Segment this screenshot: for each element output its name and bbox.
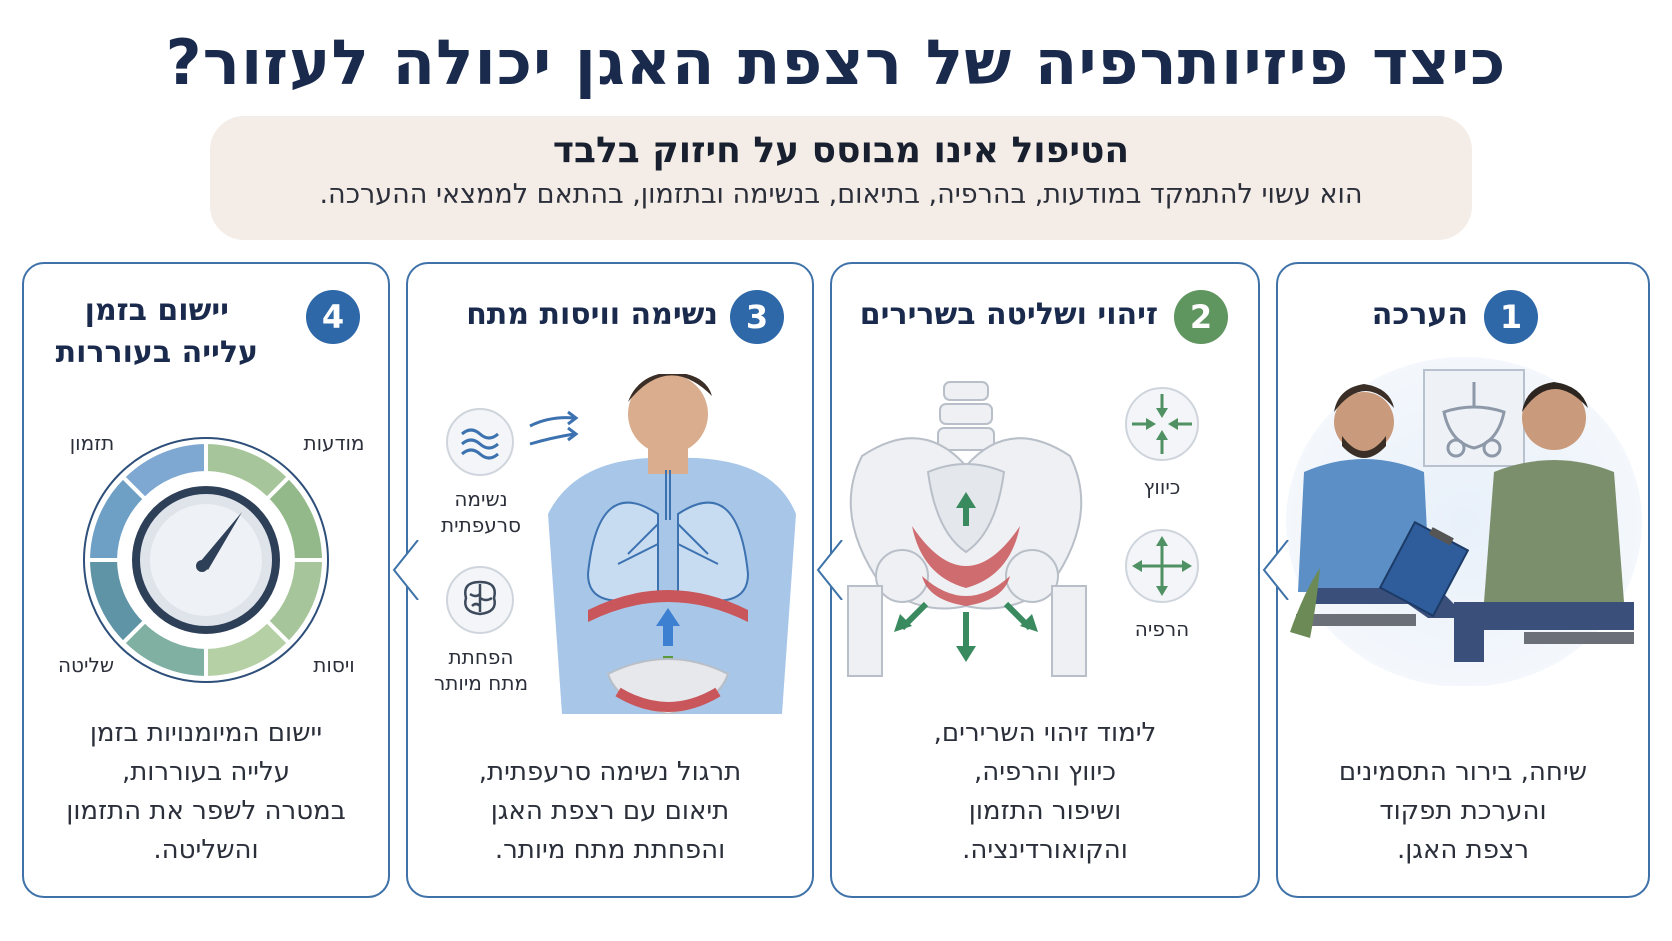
step-number-4: 4 [306, 290, 360, 344]
step-title-breathing: נשימה וויסות מתח [466, 297, 718, 332]
relaxation-icon [1125, 529, 1199, 603]
flow-arrow-1-2 [1262, 540, 1289, 600]
step-title-muscle-control: זיהוי ושליטה בשרירים [859, 297, 1158, 332]
lungs [586, 470, 750, 602]
flow-arrow-2-3 [816, 540, 843, 600]
control-dial-icon [83, 437, 329, 683]
step-desc-arousal: יישום המיומנויות בזמן עלייה בעוררות, במט… [66, 718, 346, 865]
stress-label: הפחתת מתח מיותר [433, 645, 529, 695]
relaxation-label: הרפיה [1134, 617, 1190, 641]
breathing-icon [446, 408, 514, 476]
step-card-arousal: 4 יישום בזמן עלייה בעוררות מודעות תזמון … [22, 262, 390, 898]
step-number-2: 2 [1174, 290, 1228, 344]
assessment-illustration [1286, 357, 1642, 686]
step-desc-muscle-control: לימוד זיהוי השרירים, כיווץ והרפיה, ושיפו… [933, 718, 1157, 865]
diaphragm [588, 590, 748, 622]
patient-figure [1454, 382, 1634, 662]
contraction-label: כיווץ [1143, 475, 1181, 499]
step-card-assessment: 1 הערכה [1276, 262, 1650, 898]
dial-label-regulation: ויסות [313, 653, 355, 677]
flow-arrow-3-4 [392, 540, 419, 600]
step-card-breathing: 3 נשימה וויסות מתח נשימה סרעפתית הפ [406, 262, 814, 898]
banner-heading: הטיפול אינו מבוסס על חיזוק בלבד [552, 130, 1130, 171]
banner-subtitle: הוא עשוי להתמקד במודעות, בהרפיה, בתיאום,… [319, 179, 1363, 210]
contraction-icon [1125, 387, 1199, 461]
intro-banner: הטיפול אינו מבוסס על חיזוק בלבד הוא עשוי… [210, 116, 1472, 240]
step-number-3: 3 [730, 290, 784, 344]
breathing-label: נשימה סרעפתית [440, 487, 522, 537]
step-title-arousal: יישום בזמן עלייה בעוררות [55, 293, 258, 370]
dial-label-awareness: מודעות [303, 431, 365, 455]
page-title: כיצד פיזיותרפיה של רצפת האגן יכולה לעזור… [165, 26, 1507, 99]
pelvic-floor-muscle [912, 526, 1020, 606]
dial-label-control: שליטה [57, 653, 115, 677]
breathing-illustration [548, 374, 796, 714]
dial-label-timing: תזמון [69, 431, 115, 455]
step-desc-breathing: תרגול נשימה סרעפתית, תיאום עם רצפת האגן … [478, 757, 742, 865]
air-flow-arrows-icon [529, 410, 579, 446]
step-desc-assessment: שיחה, בירור התסמינים והערכת תפקוד רצפת ה… [1338, 757, 1588, 865]
step-title-assessment: הערכה [1371, 297, 1468, 332]
relaxation-arrows [894, 492, 1038, 662]
therapist-figure [1298, 384, 1470, 618]
brain-icon [446, 566, 514, 634]
step-card-muscle-control: 2 זיהוי ושליטה בשרירים [830, 262, 1260, 898]
pelvis-illustration [847, 381, 1087, 677]
step-number-1: 1 [1484, 290, 1538, 344]
pelvis-xray-icon [1442, 382, 1506, 458]
